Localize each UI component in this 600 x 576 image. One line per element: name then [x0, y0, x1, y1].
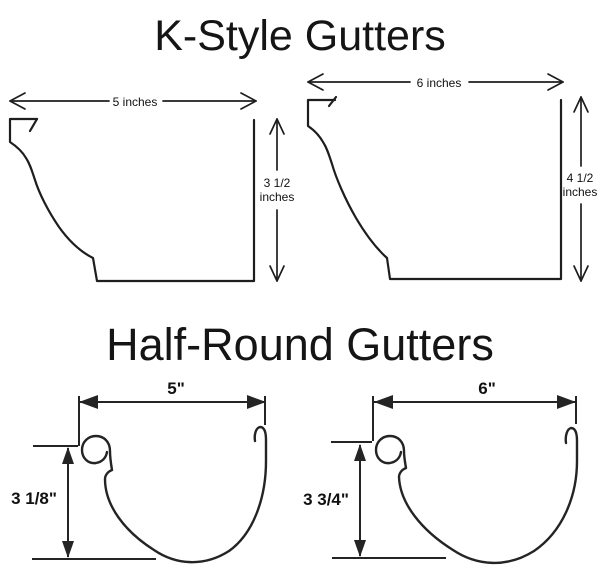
- k5-depth-unit-label: inches: [260, 190, 295, 204]
- k6-depth-value-label: 4 1/2: [567, 171, 594, 185]
- k5-depth-arrowhead-bottom-icon: [269, 265, 285, 282]
- k6-gutter-profile: [306, 98, 563, 281]
- hr6-depth-arrowhead-top-icon: [354, 444, 366, 461]
- k5-bead-lip: [28, 117, 39, 133]
- k6-width-dimension: 6 inches: [307, 73, 564, 91]
- k5-width-dimension: 5 inches: [9, 92, 257, 110]
- hr5-width-arrowhead-right-icon: [247, 395, 266, 409]
- k5-width-arrowhead-right-icon: [240, 92, 257, 110]
- hr5-width-dimension: [78, 395, 266, 446]
- hr6-depth-label: 3 3/4": [303, 490, 349, 509]
- k6-depth-unit-label: inches: [563, 185, 598, 199]
- k6-width-arrowhead-right-icon: [547, 73, 564, 91]
- hr5-depth-label: 3 1/8": [11, 489, 57, 508]
- hr5-depth-arrowhead-bottom-icon: [62, 541, 74, 558]
- hr6-depth-dimension: 3 3/4": [303, 441, 446, 559]
- hr5-gutter-profile: [80, 425, 268, 564]
- hr5-width-label: 5": [167, 379, 185, 398]
- k5-width-label: 5 inches: [113, 95, 158, 109]
- half-round-6in-figure: 6" 3 3/4": [303, 379, 579, 565]
- hr5-width-arrowhead-left-icon: [79, 395, 98, 409]
- half-round-5in-figure: 5" 3 1/8": [11, 379, 268, 564]
- hr6-width-arrowhead-left-icon: [374, 395, 393, 409]
- hr6-depth-arrowhead-bottom-icon: [354, 540, 366, 557]
- k5-depth-value-label: 3 1/2: [264, 176, 291, 190]
- hr6-gutter-profile: [374, 426, 579, 565]
- k5-depth-dimension: 3 1/2 inches: [260, 118, 295, 282]
- k-style-section-title: K-Style Gutters: [154, 12, 446, 60]
- half-round-section-title: Half-Round Gutters: [106, 319, 494, 370]
- hr6-width-dimension: [372, 395, 577, 441]
- k6-depth-dimension: 4 1/2 inches: [563, 96, 598, 282]
- hr6-width-label: 6": [478, 379, 496, 398]
- k5-gutter-profile: [8, 117, 256, 283]
- k6-depth-arrowhead-bottom-icon: [573, 265, 589, 282]
- hr5-depth-dimension: 3 1/8": [11, 445, 156, 560]
- k6-width-label: 6 inches: [417, 76, 462, 90]
- k6-bead-lip: [327, 95, 338, 108]
- hr5-depth-arrowhead-top-icon: [62, 447, 74, 464]
- hr6-width-arrowhead-right-icon: [557, 395, 576, 409]
- k-style-5in-figure: 5 inches 3 1/2 inches: [8, 92, 295, 283]
- k-style-6in-figure: 6 inches 4 1/2 inches: [306, 73, 598, 282]
